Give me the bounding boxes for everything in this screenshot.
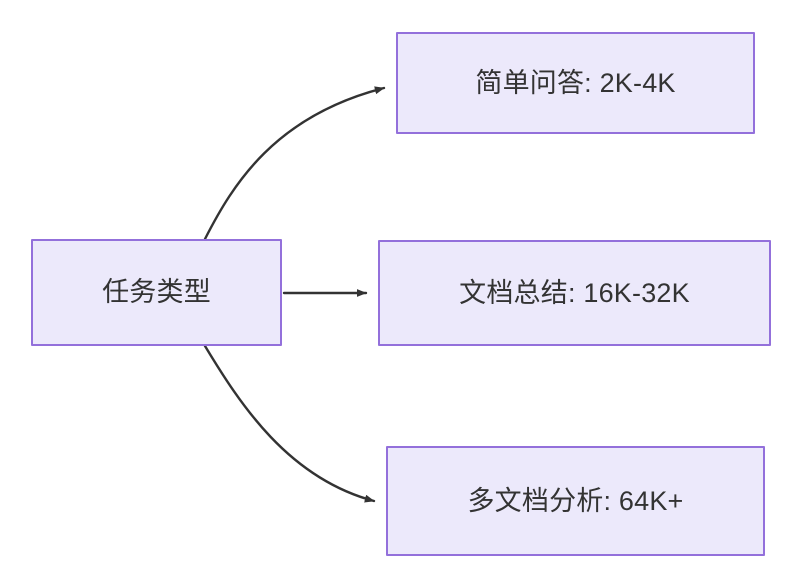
node-simple-qa-label: 简单问答: 2K-4K	[475, 67, 676, 98]
edge-task-type-to-multi-doc-analysis	[203, 344, 376, 503]
node-task-type-label: 任务类型	[102, 277, 211, 308]
node-multi-doc-analysis[interactable]: 多文档分析: 64K+	[386, 446, 765, 556]
node-multi-doc-analysis-label: 多文档分析: 64K+	[467, 485, 684, 516]
edge-task-type-to-simple-qa	[203, 86, 386, 241]
node-doc-summary[interactable]: 文档总结: 16K-32K	[378, 240, 771, 346]
node-simple-qa[interactable]: 简单问答: 2K-4K	[396, 32, 755, 134]
node-doc-summary-label: 文档总结: 16K-32K	[459, 277, 690, 308]
node-task-type[interactable]: 任务类型	[31, 239, 282, 346]
